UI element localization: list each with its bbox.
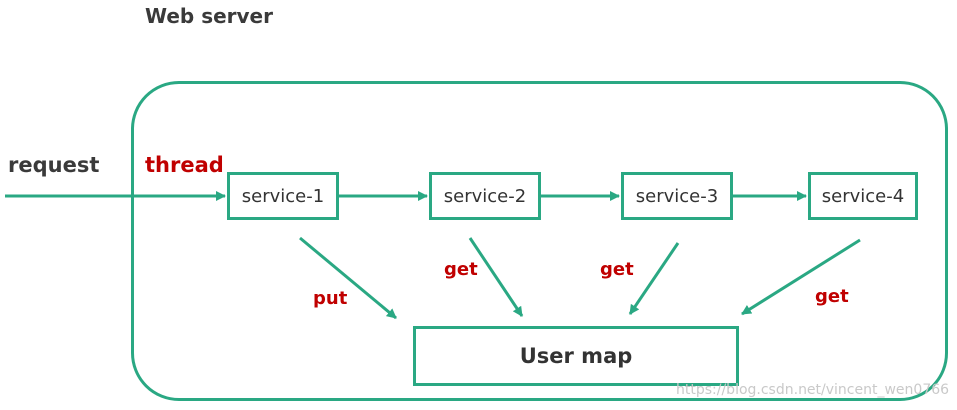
get-label-service-2: get: [444, 259, 478, 280]
get-arrow-3: [628, 242, 680, 315]
web-server-boundary: [131, 81, 948, 401]
service-1-box: service-1: [227, 172, 339, 220]
get-arrow-2: [468, 237, 524, 317]
web-server-title: Web server: [145, 4, 273, 28]
request-label: request: [8, 153, 100, 177]
user-map-box: User map: [413, 326, 739, 386]
service-3-box: service-3: [621, 172, 733, 220]
put-arrow: [299, 236, 397, 320]
service-2-box: service-2: [429, 172, 541, 220]
put-label: put: [313, 288, 348, 309]
service-4-box: service-4: [808, 172, 918, 220]
thread-label: thread: [145, 153, 224, 177]
get-arrow-4: [741, 238, 861, 316]
get-label-service-3: get: [600, 259, 634, 280]
watermark: https://blog.csdn.net/vincent_wen0766: [676, 382, 950, 398]
get-label-service-4: get: [815, 286, 849, 307]
